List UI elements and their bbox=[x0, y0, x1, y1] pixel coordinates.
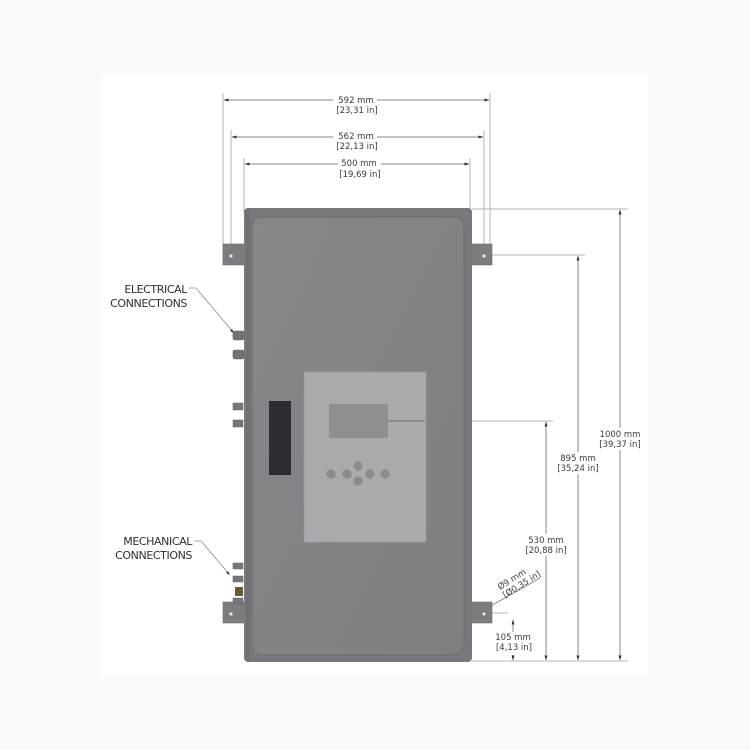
dim-1000-mm: 1000 mm bbox=[600, 430, 641, 440]
button-4 bbox=[380, 469, 390, 479]
bracket-holes bbox=[229, 254, 486, 616]
dim-895-in: [35,24 in] bbox=[557, 464, 598, 474]
dim-105-in: [4,13 in] bbox=[496, 643, 532, 653]
electrical-connections-callout: ELECTRICAL CONNECTIONS bbox=[110, 283, 235, 334]
button-2 bbox=[342, 469, 352, 479]
dim-500-mm: 500 mm bbox=[341, 159, 377, 169]
dim-530-in: [20,88 in] bbox=[525, 546, 566, 556]
bracket-top-right bbox=[470, 243, 493, 266]
button-down bbox=[353, 476, 363, 486]
door-handle bbox=[269, 401, 291, 475]
button-3 bbox=[365, 469, 375, 479]
electrical-label-line1: ELECTRICAL bbox=[124, 283, 188, 296]
dim-105-mm: 105 mm bbox=[495, 633, 531, 643]
electrical-connection-glands bbox=[232, 330, 245, 428]
control-plate bbox=[303, 371, 427, 543]
dim-530-mm: 530 mm bbox=[528, 536, 564, 546]
horizontal-dimension-labels: 592 mm [23,31 in] 562 mm [22,13 in] 500 … bbox=[336, 96, 380, 180]
dim-1000-in: [39,37 in] bbox=[599, 440, 640, 450]
bracket-bottom-right bbox=[470, 601, 493, 624]
control-buttons bbox=[326, 461, 390, 486]
dim-895-mm: 895 mm bbox=[560, 454, 596, 464]
mechanical-connection-fittings bbox=[232, 562, 244, 605]
button-up bbox=[353, 461, 363, 471]
dim-592-mm: 592 mm bbox=[338, 96, 374, 106]
mechanical-connections-callout: MECHANICAL CONNECTIONS bbox=[115, 535, 230, 575]
vertical-dimension-labels: 1000 mm [39,37 in] 895 mm [35,24 in] 530… bbox=[495, 428, 642, 653]
dim-592-in: [23,31 in] bbox=[336, 106, 377, 116]
button-1 bbox=[326, 469, 336, 479]
bracket-bottom-left bbox=[222, 601, 246, 624]
mechanical-label-line1: MECHANICAL bbox=[123, 535, 193, 548]
dim-562-in: [22,13 in] bbox=[336, 142, 377, 152]
bracket-top-left bbox=[222, 243, 246, 266]
display-screen bbox=[329, 404, 388, 438]
dim-500-in: [19,69 in] bbox=[339, 170, 380, 180]
mechanical-label-line2: CONNECTIONS bbox=[115, 549, 192, 562]
dim-562-mm: 562 mm bbox=[338, 132, 374, 142]
electrical-label-line2: CONNECTIONS bbox=[110, 297, 187, 310]
horizontal-dimension-lines bbox=[223, 98, 490, 166]
control-panel bbox=[303, 371, 427, 543]
